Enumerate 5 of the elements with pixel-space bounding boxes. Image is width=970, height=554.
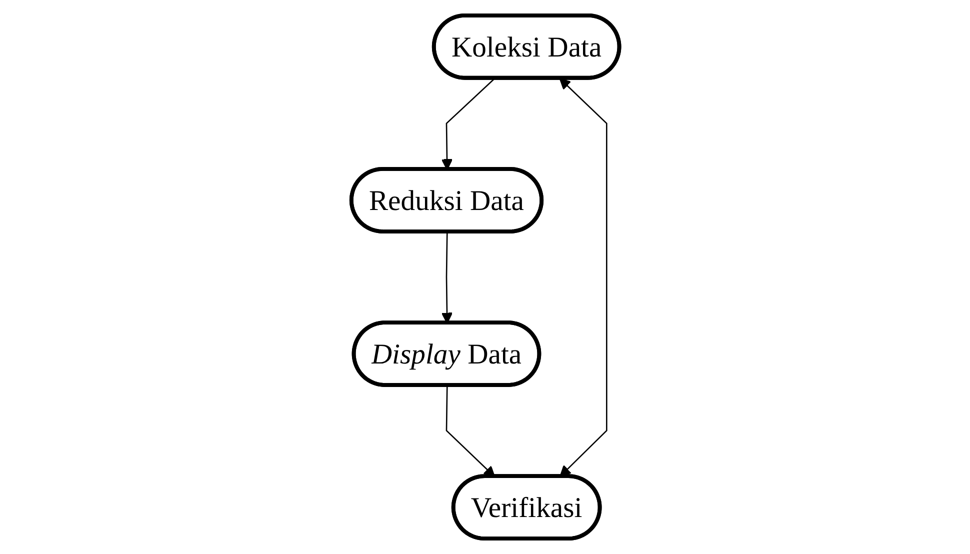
ellipse-node: Reduksi Data [349,167,544,234]
ellipse-node: Display Data [352,320,541,387]
arrow [558,78,607,477]
ellipse-node: Koleksi Data [432,13,621,80]
ellipse-node: Verifikasi [451,474,602,541]
